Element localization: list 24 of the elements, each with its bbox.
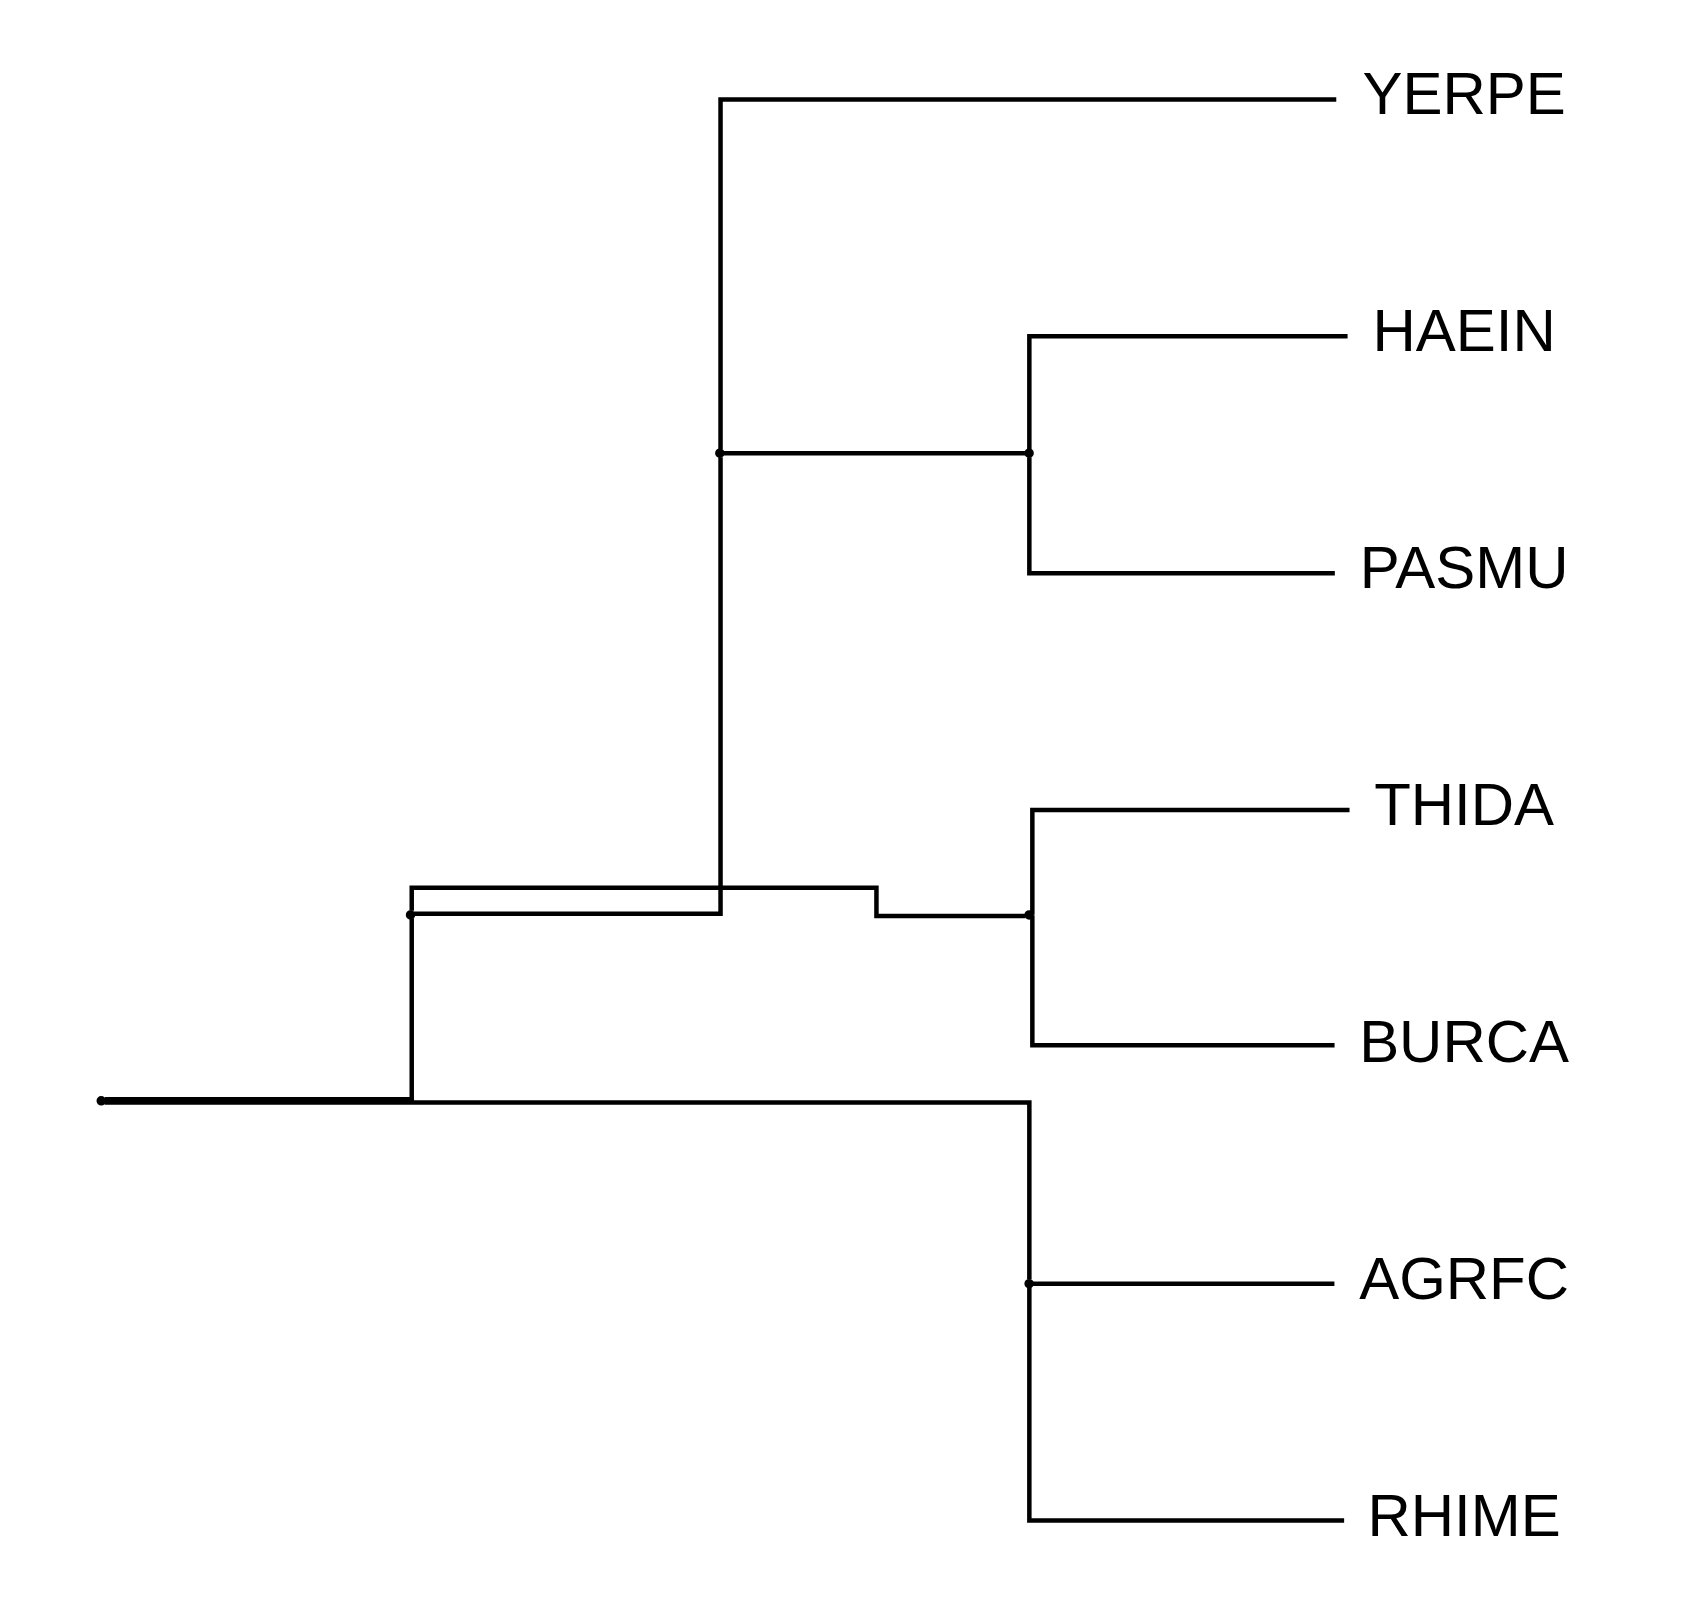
connector	[413, 457, 723, 917]
connector	[1032, 1281, 1334, 1286]
node-text: YERPE	[1361, 60, 1566, 128]
node-text: RHIME	[1366, 1481, 1561, 1549]
node-text: AGRFC	[1358, 1244, 1569, 1312]
node-point	[96, 1096, 106, 1106]
node-text: BURCA	[1358, 1007, 1569, 1075]
connector	[1026, 457, 1335, 576]
connector	[717, 97, 1336, 450]
connector	[722, 450, 1025, 456]
connector	[1026, 334, 1348, 450]
node-point	[1023, 448, 1034, 458]
connector	[104, 918, 414, 1102]
node-text: PASMU	[1359, 534, 1568, 602]
node-point	[1023, 1279, 1034, 1289]
connector	[1029, 915, 1335, 1048]
node-point	[405, 910, 415, 920]
node-text: THIDA	[1373, 770, 1554, 838]
connector	[1026, 1287, 1344, 1523]
connector	[408, 885, 1025, 919]
connector	[104, 1100, 1032, 1280]
node-point	[714, 448, 725, 458]
connector	[1029, 807, 1349, 915]
node-text: HAEIN	[1371, 297, 1556, 365]
